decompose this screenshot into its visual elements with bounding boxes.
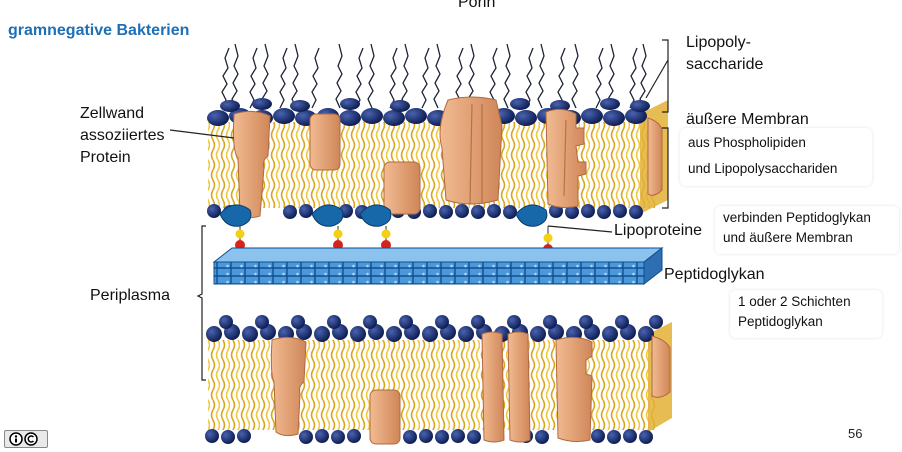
periplasma-label: Periplasma — [90, 287, 171, 304]
outer-membrane-note-line1: aus Phospholipiden — [688, 135, 806, 150]
lipoprotein-note: verbinden Peptidoglykan und äußere Membr… — [715, 206, 899, 254]
inner-membrane — [205, 315, 672, 445]
outer-membrane-note-line2: und Lipopolysacchariden — [688, 161, 838, 176]
peptidoglycan-label: Peptidoglykan — [664, 266, 765, 283]
outer-membrane-note: aus Phospholipiden und Lipopolysaccharid… — [680, 128, 872, 186]
outer-membrane — [207, 43, 668, 219]
zellwand-label-line1: Zellwand — [80, 105, 145, 122]
lipopolysaccharide-label-line1: Lipopoly- — [686, 34, 751, 51]
cc-icon — [9, 432, 38, 446]
lipopolysaccharide-label-line2: saccharide — [686, 56, 764, 73]
annotation-lines — [169, 39, 669, 381]
outer-membrane-label: äußere Membran — [686, 111, 809, 128]
peptidoglycan-note-line1: 1 oder 2 Schichten — [738, 294, 851, 309]
peptidoglycan-note: 1 oder 2 Schichten Peptidoglykan — [730, 290, 882, 338]
lipoprotein-label: Lipoproteine — [614, 222, 703, 239]
lipoprotein-note-line2: und äußere Membran — [723, 230, 853, 245]
page-number: 56 — [848, 426, 863, 441]
lipoproteins — [219, 204, 553, 265]
lipoprotein-note-line1: verbinden Peptidoglykan — [723, 210, 871, 225]
lipopolysaccharide-chains — [221, 43, 647, 109]
peptidoglycan-layer — [212, 246, 664, 286]
creative-commons-badge — [4, 430, 48, 448]
zellwand-label-line2: assoziiertes — [80, 127, 165, 144]
peptidoglycan-note-line2: Peptidoglykan — [738, 314, 823, 329]
zellwand-label-line3: Protein — [80, 149, 131, 166]
porin-label: Porin — [458, 0, 496, 11]
slide-title: gramnegative Bakterien — [8, 22, 190, 39]
